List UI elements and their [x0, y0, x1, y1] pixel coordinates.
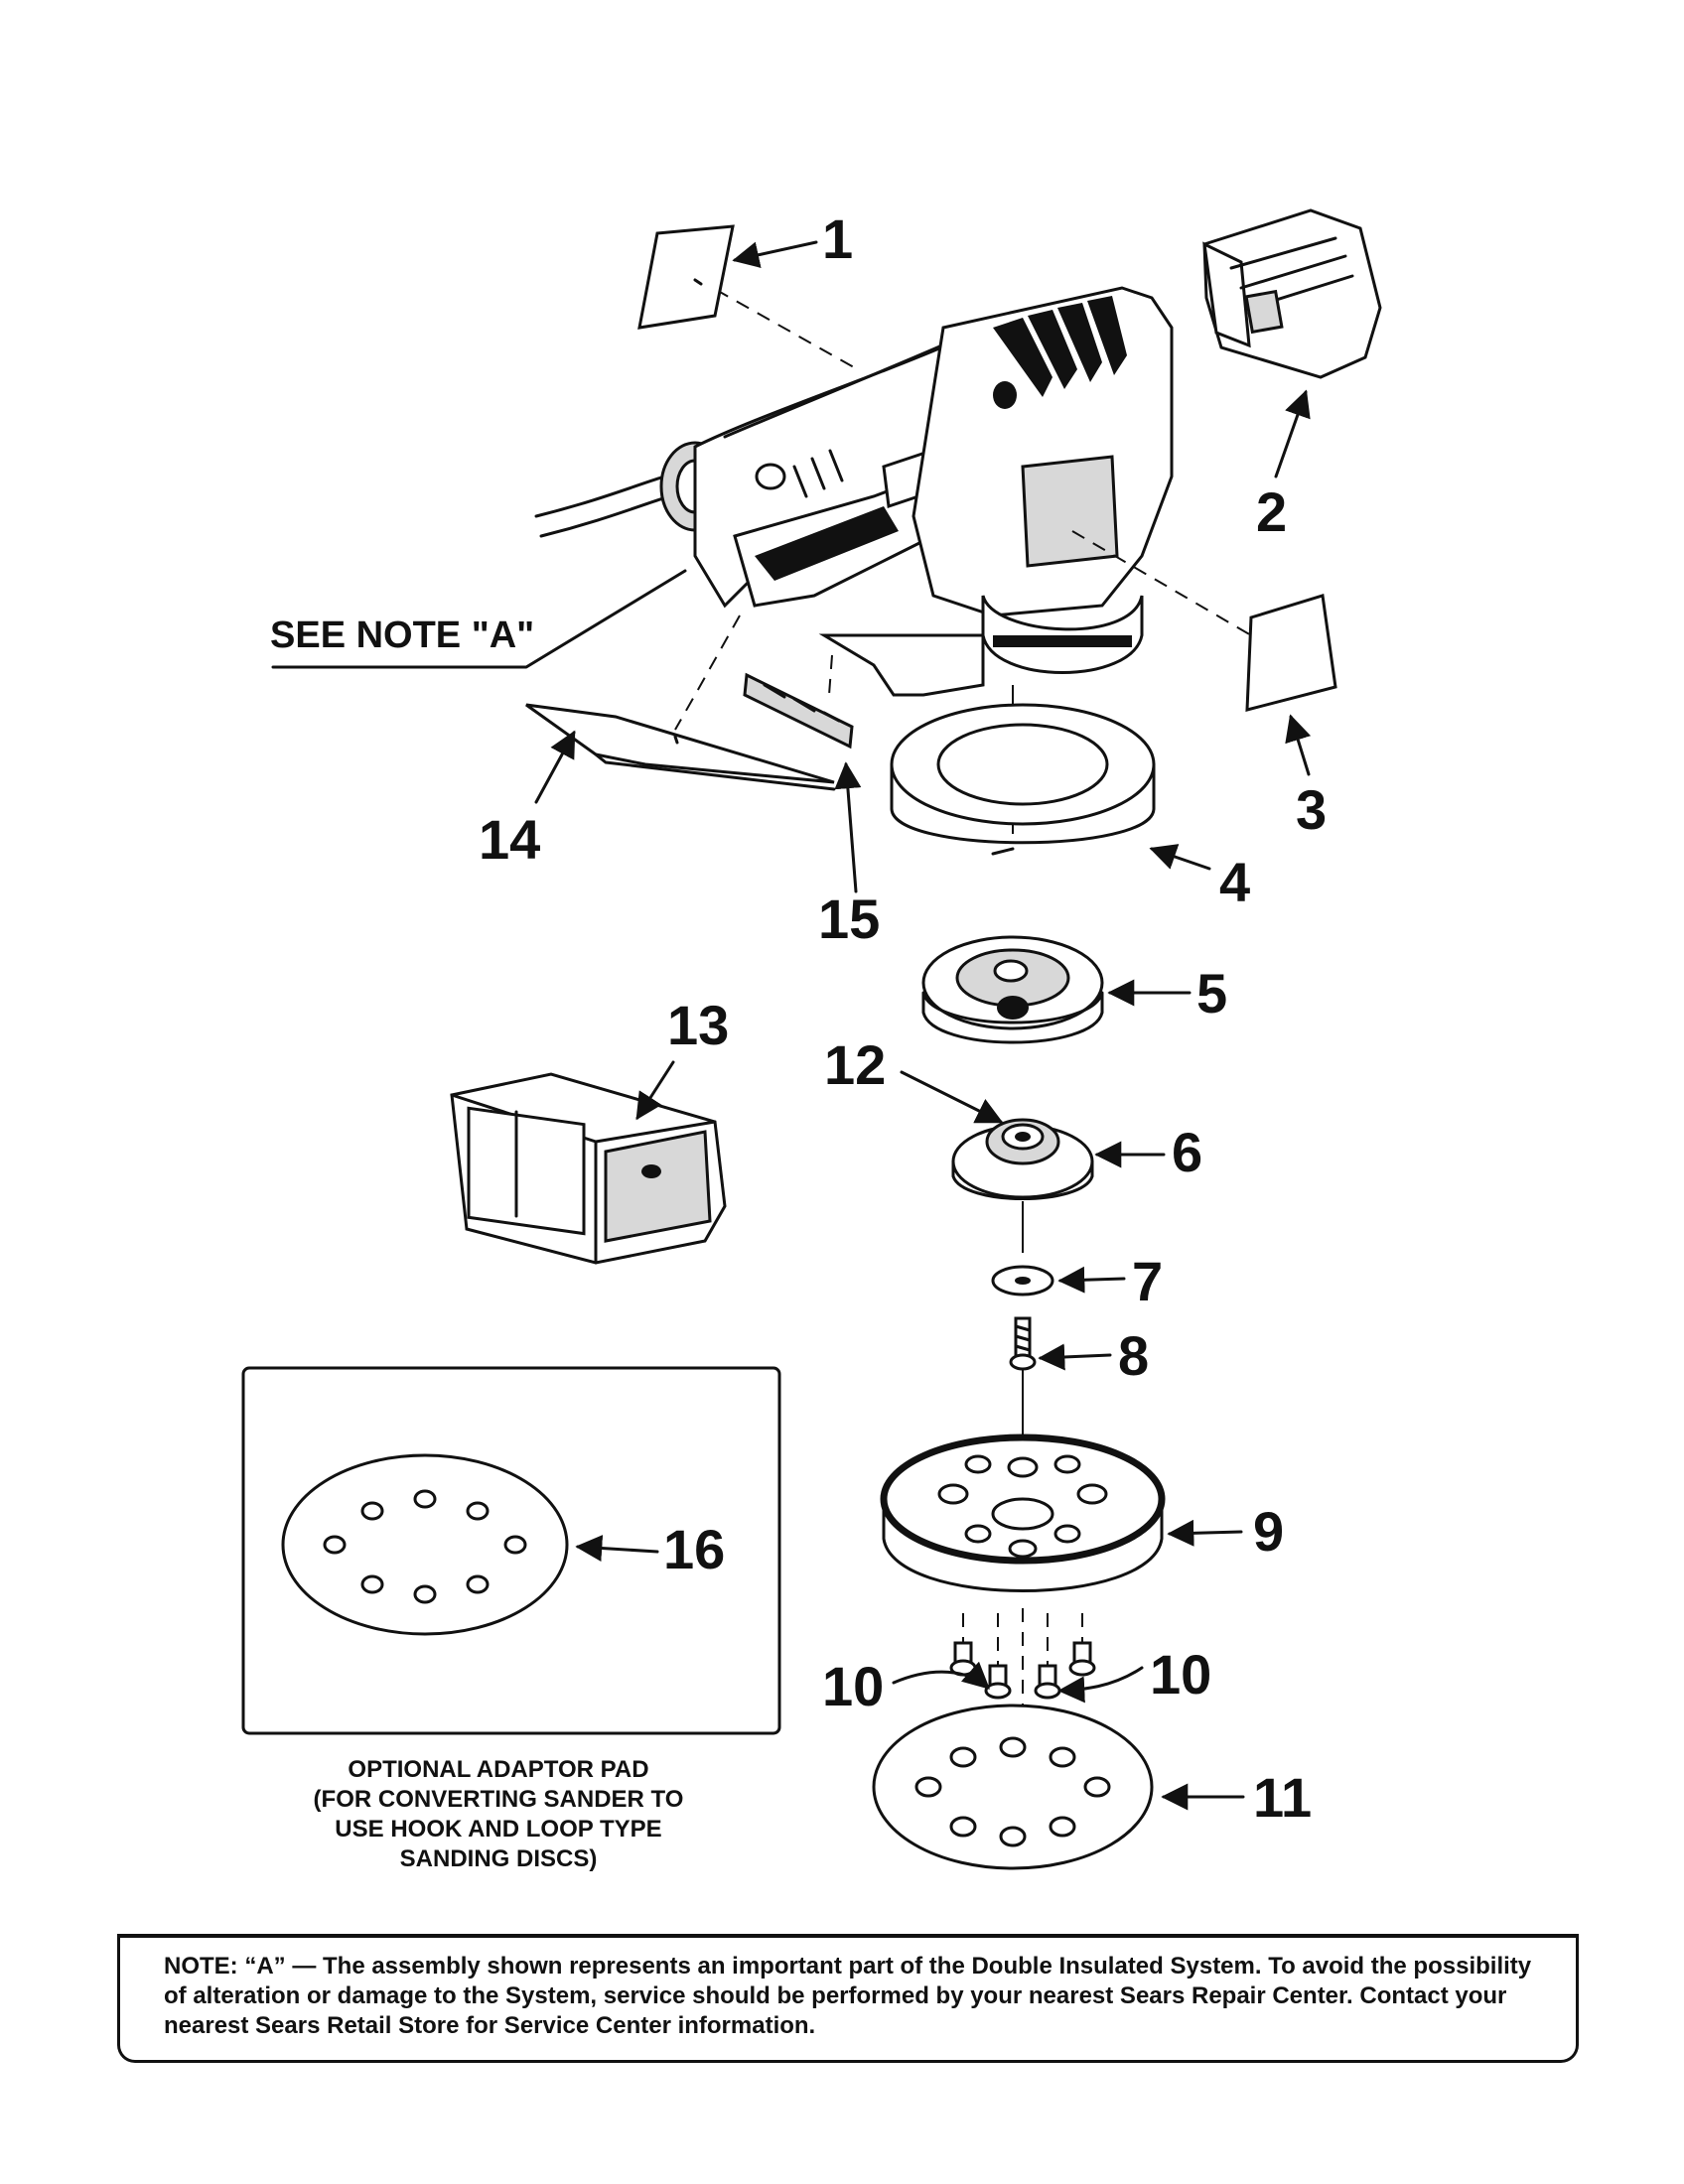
motor-vents: [993, 296, 1127, 397]
note-box: NOTE: “A” — The assembly shown represent…: [117, 1934, 1579, 2063]
callout-8: 8: [1118, 1324, 1149, 1387]
callout-10-right: 10: [1150, 1643, 1211, 1706]
part-13-dust-canister: [450, 1072, 727, 1265]
caption-line-1: OPTIONAL ADAPTOR PAD: [348, 1756, 648, 1783]
caption-line-3: USE HOOK AND LOOP TYPE: [335, 1816, 661, 1843]
callout-7: 7: [1132, 1250, 1163, 1312]
part-15-strip: [743, 672, 854, 750]
part-7-washer: [991, 1265, 1054, 1297]
callout-16: 16: [663, 1518, 725, 1580]
caption-line-4: SANDING DISCS): [400, 1845, 598, 1872]
handle-vents: [755, 449, 844, 498]
callout-12: 12: [824, 1033, 886, 1096]
callout-9: 9: [1253, 1500, 1284, 1563]
part-4-shroud: [890, 703, 1156, 856]
callout-arrows: [271, 240, 1312, 1811]
callout-2: 2: [1256, 480, 1287, 543]
callout-11: 11: [1253, 1766, 1312, 1829]
sander-body: [534, 286, 1174, 697]
part-9-sanding-pad: [880, 1433, 1166, 1592]
callout-5: 5: [1196, 962, 1227, 1024]
part-14-plate: [525, 703, 836, 791]
part-11-sanding-disc: [872, 1704, 1154, 1870]
callout-13: 13: [667, 994, 729, 1056]
callout-14: 14: [479, 808, 540, 871]
part-3-label: [1245, 594, 1337, 712]
callout-1: 1: [822, 207, 853, 270]
optional-pad-box: [241, 1366, 781, 1735]
callout-3: 3: [1296, 778, 1327, 841]
see-note-label: SEE NOTE "A": [270, 614, 534, 656]
callout-6: 6: [1172, 1121, 1202, 1183]
callout-4: 4: [1219, 851, 1250, 913]
callout-10-left: 10: [822, 1655, 884, 1717]
part-5-bearing-plate: [921, 935, 1104, 1044]
note-text: NOTE: “A” — The assembly shown represent…: [164, 1953, 1532, 2039]
part-6-12-bearing: [951, 1118, 1094, 1200]
part-16-adaptor-pad: [281, 1453, 569, 1636]
part-2-cover: [1202, 208, 1382, 379]
part-1-label: [637, 224, 735, 330]
part-8-screw: [1009, 1316, 1037, 1371]
callout-15: 15: [818, 887, 880, 950]
caption-line-2: (FOR CONVERTING SANDER TO: [314, 1786, 684, 1813]
